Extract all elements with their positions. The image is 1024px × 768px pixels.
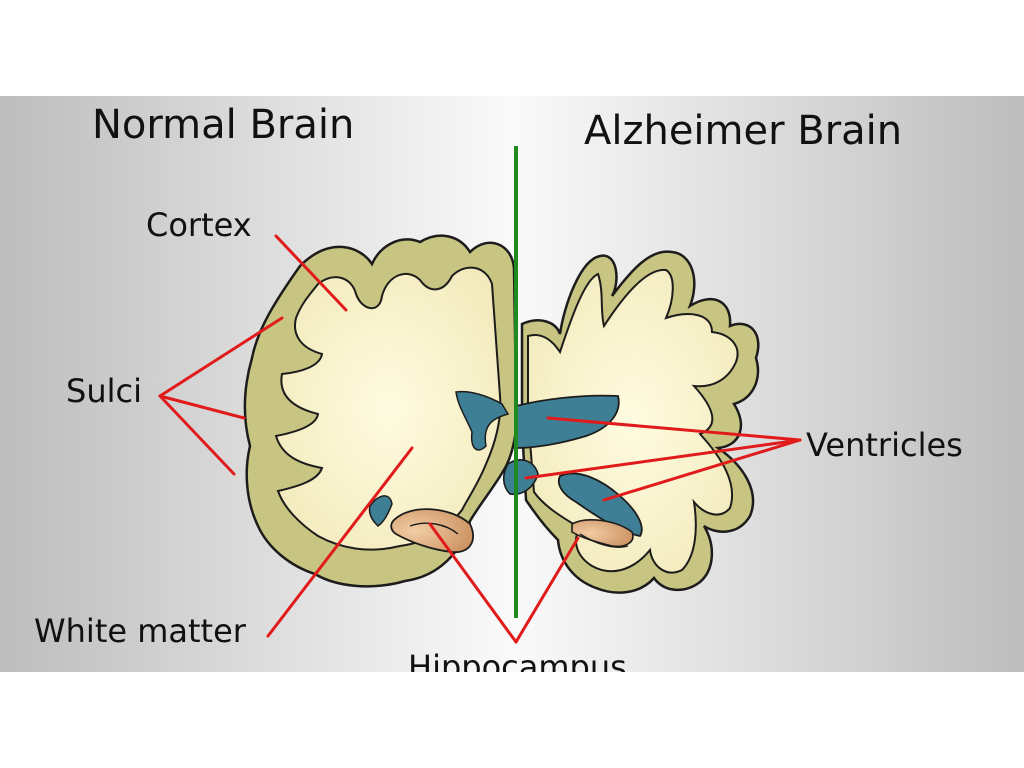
- sulci-pointer-1: [158, 316, 284, 398]
- sulci-label: Sulci: [66, 372, 142, 410]
- ventricles-pointer-1: [546, 416, 802, 442]
- normal-brain: [243, 234, 519, 588]
- white-matter-label: White matter: [34, 612, 247, 650]
- normal-ventricle: [455, 390, 510, 451]
- diagram-stage: Normal Brain Alzheimer Brain Cortex Sulc…: [0, 96, 1024, 672]
- hippocampus-pointer-left: [428, 522, 518, 644]
- alzheimer-ventricle-upper: [515, 394, 620, 449]
- white-matter-pointer: [266, 446, 414, 638]
- ventricles-pointer-3: [602, 438, 802, 502]
- alzheimer-brain: [502, 250, 760, 594]
- normal-ventricle-lower: [368, 495, 393, 527]
- alzheimer-hippocampus-fold: [579, 533, 629, 548]
- normal-white-matter: [274, 266, 502, 551]
- sulci-pointer-3: [158, 394, 236, 476]
- brain-comparison-diagram: Normal Brain Alzheimer Brain Cortex Sulc…: [0, 96, 1024, 672]
- cortex-label: Cortex: [146, 206, 252, 244]
- sulci-pointer-2: [158, 394, 246, 420]
- alzheimer-brain-title: Alzheimer Brain: [584, 108, 902, 154]
- alzheimer-ventricle-lower: [557, 472, 643, 538]
- hippocampus-pointer-right: [514, 536, 580, 644]
- alzheimer-ventricle-mid: [502, 459, 539, 496]
- normal-brain-title: Normal Brain: [92, 102, 354, 148]
- hippocampus-label: Hippocampus: [408, 648, 627, 672]
- pointer-lines: [158, 234, 802, 644]
- cortex-pointer: [274, 234, 348, 312]
- normal-hippocampus-fold: [409, 522, 459, 535]
- ventricles-pointer-2: [524, 438, 802, 480]
- ventricles-label: Ventricles: [806, 426, 963, 464]
